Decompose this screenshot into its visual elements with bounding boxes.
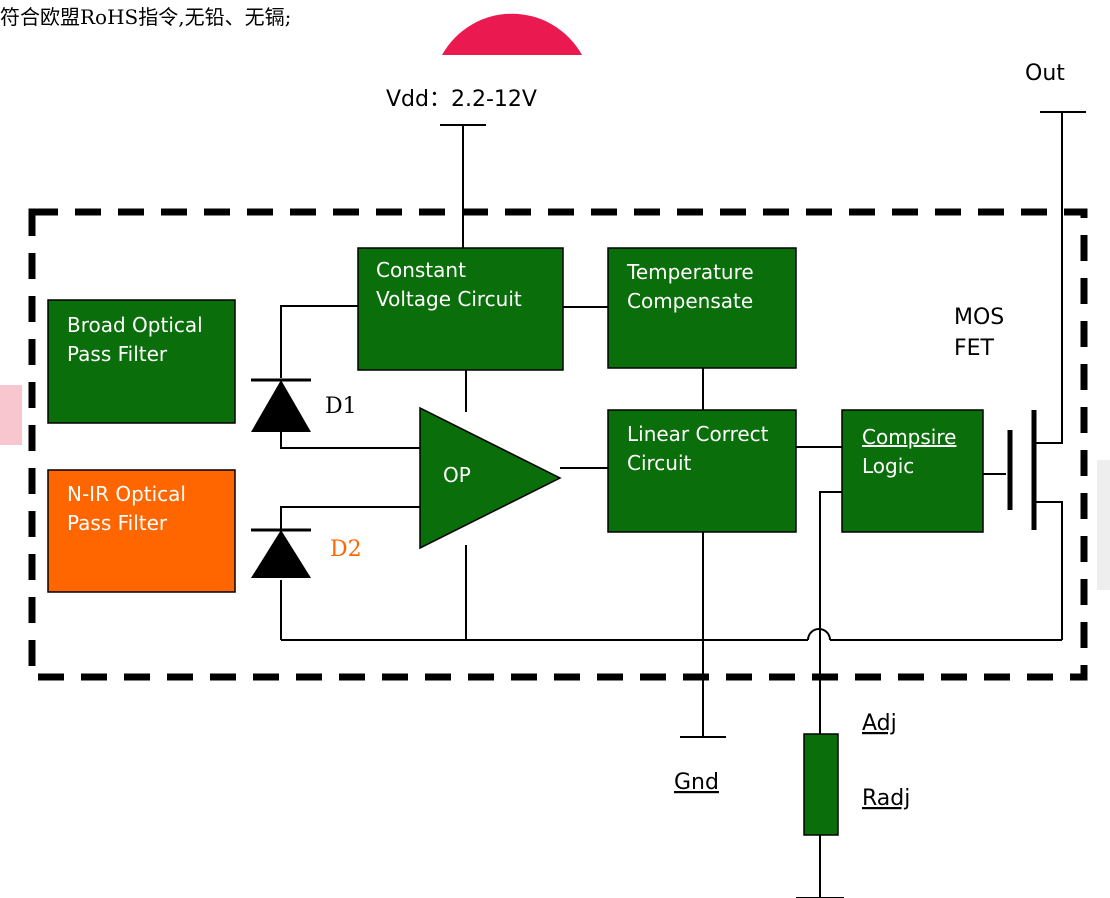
out-label: Out xyxy=(1025,61,1065,86)
mosfet-label-line1: MOS xyxy=(954,305,1004,330)
compsire-logic-block xyxy=(841,409,984,533)
diode-d1 xyxy=(251,378,311,432)
diode-d2 xyxy=(251,528,311,578)
gnd-label: Gnd xyxy=(674,770,719,795)
compsire-line1: Compsire xyxy=(862,425,956,449)
radj-resistor xyxy=(803,733,839,836)
linear-correct-block xyxy=(607,409,797,533)
broad-optical-filter-block xyxy=(47,299,236,424)
wiring xyxy=(280,111,1086,898)
rohs-compliance-note: 符合欧盟RoHS指令,无铅、无镉; xyxy=(0,5,292,29)
compsire-line2: Logic xyxy=(862,454,914,478)
temperature-line2: Compensate xyxy=(627,289,753,313)
linear-correct-line1: Linear Correct xyxy=(627,422,769,446)
adj-label: Adj xyxy=(862,711,897,736)
d1-label: D1 xyxy=(325,394,357,419)
temperature-compensate-block xyxy=(607,247,797,369)
nir-optical-filter-block xyxy=(47,469,236,593)
d2-label: D2 xyxy=(330,537,362,562)
watermark-left-edge xyxy=(0,385,22,445)
mosfet-label-line2: FET xyxy=(954,336,995,361)
module-boundary xyxy=(28,208,1088,681)
vdd-label: Vdd：2.2-12V xyxy=(386,87,537,112)
watermark-arc-top xyxy=(442,13,582,55)
linear-correct-line2: Circuit xyxy=(627,451,692,475)
broad-filter-line2: Pass Filter xyxy=(67,342,168,366)
op-label: OP xyxy=(443,463,471,487)
temperature-line1: Temperature xyxy=(626,260,754,284)
constant-voltage-line2: Voltage Circuit xyxy=(376,287,522,311)
nir-filter-line1: N-IR Optical xyxy=(67,482,186,506)
mosfet-symbol xyxy=(1007,410,1037,530)
constant-voltage-line1: Constant xyxy=(376,258,466,282)
op-amp-triangle xyxy=(419,406,562,550)
watermark-right-edge xyxy=(1097,460,1110,590)
nir-filter-line2: Pass Filter xyxy=(67,511,168,535)
radj-label: Radj xyxy=(862,786,910,811)
constant-voltage-block xyxy=(357,247,564,371)
broad-filter-line1: Broad Optical xyxy=(67,313,203,337)
